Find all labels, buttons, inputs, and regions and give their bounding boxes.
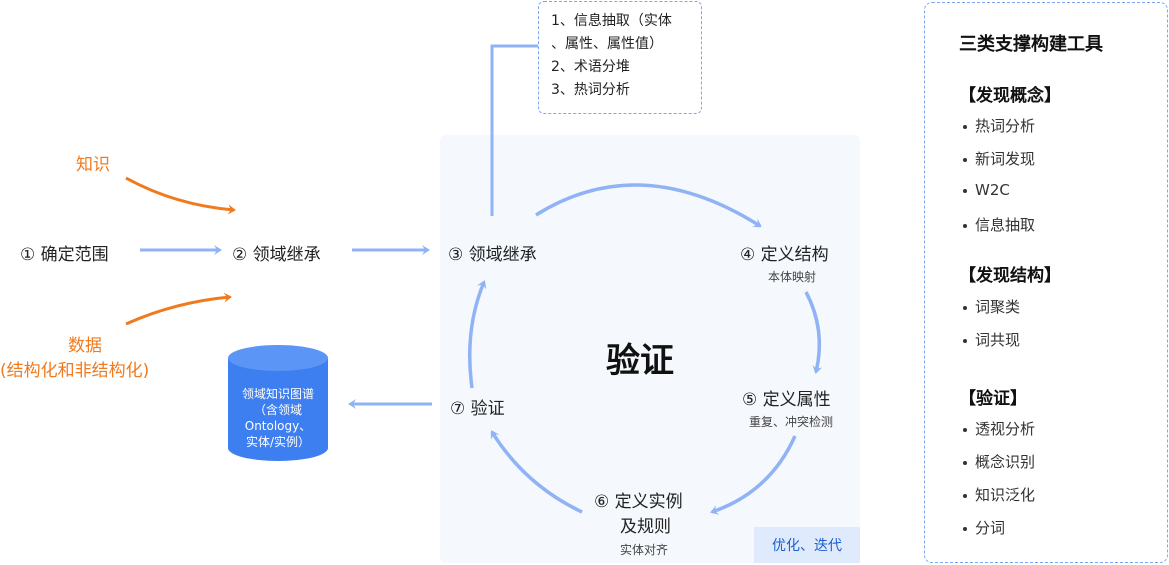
note-line: 、属性、属性值） <box>551 36 663 52</box>
tool-item: 信息抽取 <box>963 214 1035 235</box>
step-5-attributes: ⑤ 定义属性 <box>742 390 831 410</box>
bullet-icon <box>963 460 967 465</box>
bullet-icon <box>963 526 967 531</box>
tool-item: 新词发现 <box>963 148 1035 169</box>
input-data: 数据 <box>68 336 102 356</box>
bullet-icon <box>963 427 967 432</box>
group-discover-concepts: 【发现概念】 <box>959 86 1061 106</box>
arc-6-to-7 <box>490 430 583 514</box>
tool-item: 分词 <box>963 517 1005 538</box>
step-6-subtitle: 实体对齐 <box>620 543 669 557</box>
step-6-instances: ⑥ 定义实例 <box>594 492 683 512</box>
optimize-iterate-tag: 优化、迭代 <box>754 527 860 563</box>
kg-line: （含领域 <box>253 403 302 417</box>
tool-item: 知识泛化 <box>963 484 1035 505</box>
kg-line: Ontology、 <box>244 419 312 433</box>
step-6-rules: 及规则 <box>620 517 671 537</box>
arrow-knowledge <box>125 176 236 215</box>
input-data-type: (结构化和非结构化) <box>0 361 150 381</box>
center-panel <box>440 135 860 563</box>
note-line: 2、术语分堆 <box>551 59 630 75</box>
tool-item: 热词分析 <box>963 115 1035 136</box>
center-title: 验证 <box>606 341 674 381</box>
bullet-icon <box>963 305 967 310</box>
step-7-verify: ⑦ 验证 <box>450 399 505 419</box>
tool-item: 透视分析 <box>963 418 1035 439</box>
step-5-subtitle: 重复、冲突检测 <box>749 415 834 429</box>
arc-7-to-3 <box>467 280 487 389</box>
tool-item: W2C <box>963 181 1010 199</box>
step-3-inherit: ③ 领域继承 <box>448 245 537 265</box>
input-knowledge: 知识 <box>76 155 110 175</box>
bullet-icon <box>963 124 967 129</box>
bullet-icon <box>963 338 967 343</box>
step-2-inherit: ② 领域继承 <box>232 245 321 265</box>
arc-4-to-5 <box>804 291 823 374</box>
arrow-data <box>125 292 232 326</box>
knowledge-graph-cylinder <box>228 345 328 461</box>
kg-line: 实体/实例） <box>245 435 311 449</box>
note-line: 1、信息抽取（实体 <box>551 13 672 29</box>
group-verify: 【验证】 <box>959 389 1027 409</box>
bullet-icon <box>963 188 967 193</box>
tools-panel: 三类支撑构建工具 【发现概念】 热词分析 新词发现 W2C 信息抽取 【发现结构… <box>924 2 1168 563</box>
tool-item: 概念识别 <box>963 451 1035 472</box>
knowledge-graph-label: 领域知识图谱 （含领域 Ontology、 实体/实例） <box>230 386 326 450</box>
step-4-subtitle: 本体映射 <box>768 270 817 284</box>
tool-item: 词共现 <box>963 329 1020 350</box>
step-4-structure: ④ 定义结构 <box>740 245 829 265</box>
kg-line: 领域知识图谱 <box>241 387 314 401</box>
bullet-icon <box>963 223 967 228</box>
arc-5-to-6 <box>710 435 797 515</box>
note-line: 3、热词分析 <box>551 82 630 98</box>
tools-title: 三类支撑构建工具 <box>959 34 1103 55</box>
group-discover-structure: 【发现结构】 <box>959 266 1061 286</box>
step-1-scope: ① 确定范围 <box>20 245 109 265</box>
tool-item: 词聚类 <box>963 296 1020 317</box>
bullet-icon <box>963 493 967 498</box>
arc-3-to-4 <box>535 183 762 228</box>
bullet-icon <box>963 157 967 162</box>
extraction-notes: 1、信息抽取（实体 、属性、属性值） 2、术语分堆 3、热词分析 <box>538 1 702 114</box>
connector-to-notes <box>490 44 538 216</box>
